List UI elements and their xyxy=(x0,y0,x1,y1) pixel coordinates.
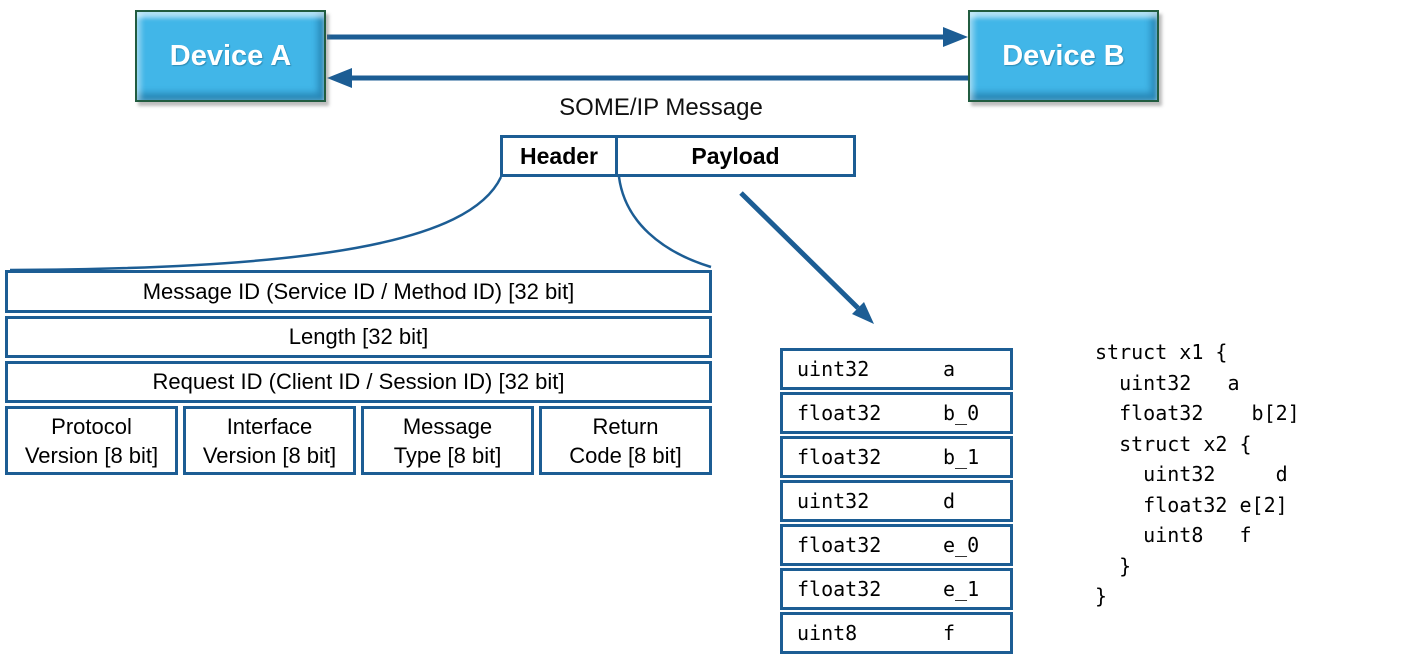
device-a-box: Device A xyxy=(135,10,326,102)
payload-row: uint32 d xyxy=(780,480,1013,522)
header-row-message-id: Message ID (Service ID / Method ID) [32 … xyxy=(5,270,712,313)
someip-message-title: SOME/IP Message xyxy=(559,94,763,121)
field-name: b_0 xyxy=(943,401,980,425)
field-type: uint32 xyxy=(797,489,870,513)
cell-line: Protocol xyxy=(51,413,132,439)
field-type: float32 xyxy=(797,533,882,557)
field-name: a xyxy=(943,357,956,381)
cell-line: Message xyxy=(402,413,493,439)
field-type: uint8 xyxy=(797,621,858,645)
device-b-box: Device B xyxy=(968,10,1159,102)
arrow-a-to-b xyxy=(327,27,968,47)
cell-line: Type [8 bit] xyxy=(393,442,502,468)
payload-row: float32 e_1 xyxy=(780,568,1013,610)
header-row-request-id: Request ID (Client ID / Session ID) [32 … xyxy=(5,361,712,403)
field-name: f xyxy=(943,621,956,645)
field-name: b_1 xyxy=(943,445,980,469)
header-expand-curve-left xyxy=(9,176,503,272)
field-name: d xyxy=(943,489,956,513)
code-line: struct x2 { xyxy=(1095,431,1252,456)
field-type: float32 xyxy=(797,445,882,469)
code-line: } xyxy=(1095,584,1108,608)
header-cell: Header xyxy=(503,138,618,174)
device-a-label: Device A xyxy=(169,39,292,72)
cell-line: Version [8 bit] xyxy=(202,442,337,468)
arrow-b-to-a xyxy=(327,68,968,88)
field-name: e_0 xyxy=(943,533,980,557)
struct-code-block: struct x1 { uint32 a float32 b[2] struct… xyxy=(1095,337,1300,612)
field-type: float32 xyxy=(797,577,882,601)
header-cell-interface-version: Interface Version [8 bit] xyxy=(183,406,356,475)
payload-row: float32 b_0 xyxy=(780,392,1013,434)
code-line: uint8 f xyxy=(1095,523,1252,547)
payload-row: uint32 a xyxy=(780,348,1013,390)
field-name: e_1 xyxy=(943,577,980,601)
payload-label: Payload xyxy=(691,142,780,169)
code-line: uint32 a xyxy=(1095,370,1240,395)
device-b-label: Device B xyxy=(1002,39,1125,72)
cell-line: Interface xyxy=(226,413,313,439)
cell-line: Code [8 bit] xyxy=(569,442,682,468)
field-type: uint32 xyxy=(797,357,870,381)
payload-row: float32 e_0 xyxy=(780,524,1013,566)
payload-arrow xyxy=(739,191,874,324)
cell-line: Version [8 bit] xyxy=(24,442,159,468)
header-payload-box: Header Payload xyxy=(500,135,856,177)
header-expand-curve-right xyxy=(617,176,712,269)
payload-row: uint8 f xyxy=(780,612,1013,654)
cell-line: Return xyxy=(592,413,659,439)
payload-row: float32 b_1 xyxy=(780,436,1013,478)
header-label: Header xyxy=(520,142,598,169)
code-line: float32 b[2] xyxy=(1095,401,1300,425)
payload-cell: Payload xyxy=(618,138,853,174)
header-cell-protocol-version: Protocol Version [8 bit] xyxy=(5,406,178,475)
code-line: uint32 d xyxy=(1095,462,1288,486)
code-line: } xyxy=(1095,553,1132,578)
code-line: struct x1 { xyxy=(1095,340,1228,364)
code-line: float32 e[2] xyxy=(1095,492,1288,517)
header-cell-return-code: Return Code [8 bit] xyxy=(539,406,712,475)
header-row-length: Length [32 bit] xyxy=(5,316,712,358)
header-cell-message-type: Message Type [8 bit] xyxy=(361,406,534,475)
field-type: float32 xyxy=(797,401,882,425)
